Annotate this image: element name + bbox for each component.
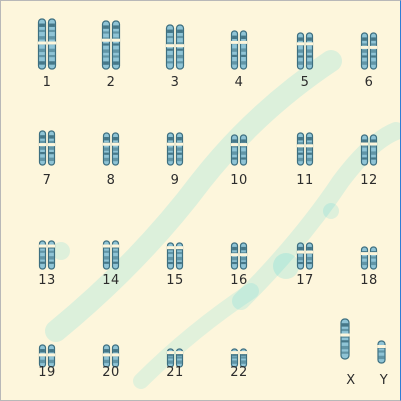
chromosome-pair-5-glyph bbox=[275, 13, 335, 73]
chromosome-label: 1 bbox=[17, 75, 77, 90]
chromosome-pair-19: 19 bbox=[17, 311, 77, 395]
chromosome-pair-6-glyph bbox=[339, 13, 399, 73]
chromosome-pair-21-glyph bbox=[145, 311, 205, 371]
chromosome-pair-16-glyph bbox=[209, 213, 269, 273]
chromosome-pair-8-glyph bbox=[81, 109, 141, 169]
chromosome-pair-3-glyph bbox=[145, 13, 205, 73]
chromosome-pair-6: 6 bbox=[339, 13, 399, 97]
chromosome-label: 3 bbox=[145, 75, 205, 90]
chromosome-label: 7 bbox=[17, 173, 77, 188]
chromosome-pair-21: 21 bbox=[145, 311, 205, 395]
chromosome-pair-7-glyph bbox=[17, 109, 77, 169]
chromosome-pair-2-glyph bbox=[81, 13, 141, 73]
chromosome-pair-18-glyph bbox=[339, 213, 399, 273]
chromosome-label: 20 bbox=[81, 365, 141, 380]
chromosome-label: 9 bbox=[145, 173, 205, 188]
chromosome-label: 17 bbox=[275, 273, 335, 288]
chromosome-pair-9: 9 bbox=[145, 109, 205, 193]
chromosome-label: 13 bbox=[17, 273, 77, 288]
chromosome-pair-11: 11 bbox=[275, 109, 335, 193]
chromosome-label: 4 bbox=[209, 75, 269, 90]
chromosome-pair-10: 10 bbox=[209, 109, 269, 193]
chromosome-pair-19-glyph bbox=[17, 311, 77, 371]
chromosome-pair-17-glyph bbox=[275, 213, 335, 273]
chromosome-label: 21 bbox=[145, 365, 205, 380]
chromosome-pair-13-glyph bbox=[17, 213, 77, 273]
chromosome-pair-13: 13 bbox=[17, 213, 77, 297]
chromosome-x-glyph bbox=[331, 301, 371, 381]
chromosome-label: 16 bbox=[209, 273, 269, 288]
chromosome-label: 15 bbox=[145, 273, 205, 288]
chromosome-pair-4: 4 bbox=[209, 13, 269, 97]
chromosome-pair-15-glyph bbox=[145, 213, 205, 273]
chromosome-label: Y bbox=[366, 373, 401, 388]
chromosome-pair-12-glyph bbox=[339, 109, 399, 169]
chromosome-pair-22: 22 bbox=[209, 311, 269, 395]
chromosome-pair-11-glyph bbox=[275, 109, 335, 169]
chromosome-label: 5 bbox=[275, 75, 335, 90]
chromosome-label: 10 bbox=[209, 173, 269, 188]
chromosome-pair-4-glyph bbox=[209, 13, 269, 73]
chromosome-pair-20-glyph bbox=[81, 311, 141, 371]
chromosome-pair-2: 2 bbox=[81, 13, 141, 97]
chromosome-label: 12 bbox=[339, 173, 399, 188]
chromosome-pair-15: 15 bbox=[145, 213, 205, 297]
chromosome-pair-12: 12 bbox=[339, 109, 399, 193]
chromosome-label: X bbox=[331, 373, 371, 388]
chromosome-pair-1: 1 bbox=[17, 13, 77, 97]
chromosome-label: 14 bbox=[81, 273, 141, 288]
chromosome-pair-8: 8 bbox=[81, 109, 141, 193]
chromosome-pair-14-glyph bbox=[81, 213, 141, 273]
chromosome-pair-22-glyph bbox=[209, 311, 269, 371]
chromosome-label: 6 bbox=[339, 75, 399, 90]
chromosome-y: Y bbox=[366, 301, 401, 385]
chromosome-label: 18 bbox=[339, 273, 399, 288]
chromosome-pair-14: 14 bbox=[81, 213, 141, 297]
chromosome-pair-7: 7 bbox=[17, 109, 77, 193]
chromosome-label: 22 bbox=[209, 365, 269, 380]
chromosome-label: 19 bbox=[17, 365, 77, 380]
chromosome-pair-10-glyph bbox=[209, 109, 269, 169]
chromosome-label: 8 bbox=[81, 173, 141, 188]
chromosome-pair-20: 20 bbox=[81, 311, 141, 395]
chromosome-pair-17: 17 bbox=[275, 213, 335, 297]
chromosome-pair-16: 16 bbox=[209, 213, 269, 297]
chromosome-label: 2 bbox=[81, 75, 141, 90]
chromosome-pair-3: 3 bbox=[145, 13, 205, 97]
chromosome-y-glyph bbox=[366, 301, 401, 381]
chromosome-pair-9-glyph bbox=[145, 109, 205, 169]
chromosome-x: X bbox=[331, 301, 371, 385]
chromosome-label: 11 bbox=[275, 173, 335, 188]
chromosome-pair-1-glyph bbox=[17, 13, 77, 73]
chromosome-pair-5: 5 bbox=[275, 13, 335, 97]
chromosome-pair-18: 18 bbox=[339, 213, 399, 297]
